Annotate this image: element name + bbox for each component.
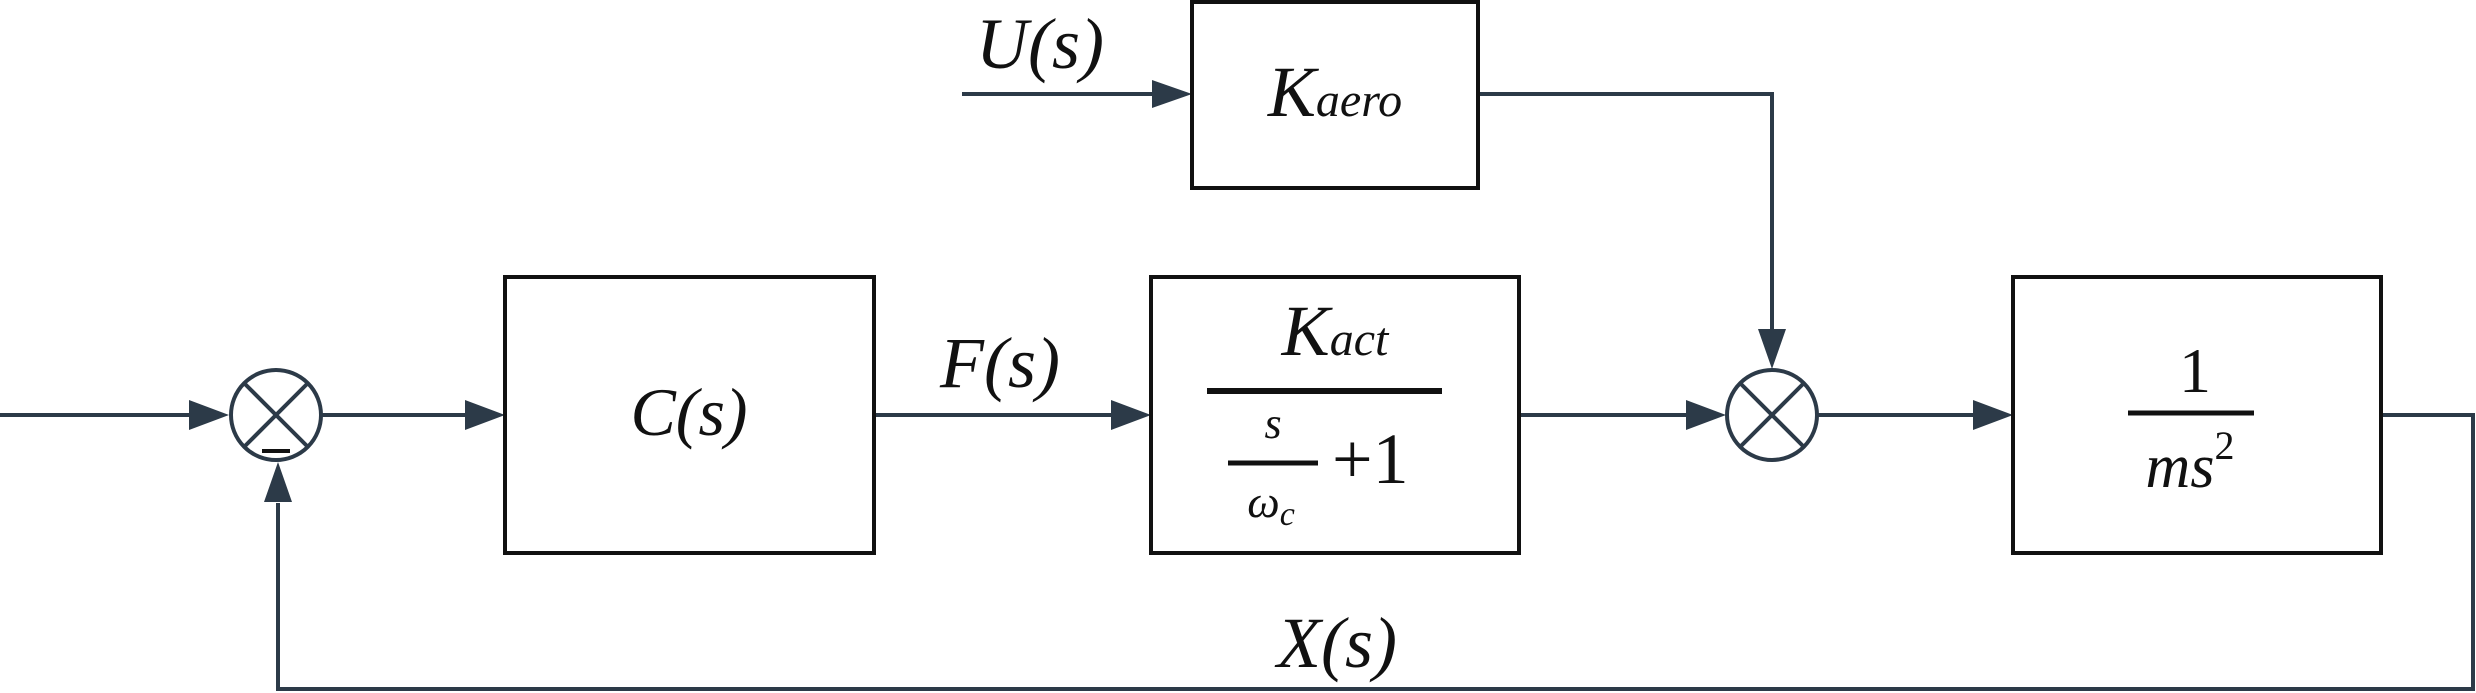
arrowhead-into-plant (1973, 400, 2013, 430)
disturbance-summing-junction (1725, 368, 1819, 462)
signal-label-input: U(s) (976, 4, 1104, 84)
arrowhead-into-disturbance-sum (1686, 400, 1726, 430)
actuator-numerator: Kact (1281, 291, 1390, 371)
aero-gain-label: Kaero (1267, 52, 1402, 132)
controller-label: C(s) (630, 374, 747, 450)
aero-gain-block (1190, 0, 1480, 190)
plant-numerator: 1 (2179, 335, 2211, 406)
plant-denominator: ms2 (2146, 423, 2235, 501)
arrowhead-feedback-up (264, 462, 292, 502)
signal-label-output: X(s) (1274, 603, 1397, 683)
aero-to-sum-wire (1478, 92, 1774, 335)
actuator-block (1149, 275, 1521, 555)
feedback-summing-junction (229, 368, 323, 462)
signal-label-intermediate: F(s) (939, 323, 1060, 403)
arrowhead-aero-down (1758, 329, 1786, 369)
feedback-path-wire (276, 413, 2475, 691)
actuator-inner-numerator: s (1264, 399, 1281, 448)
arrowhead-into-controller (465, 400, 505, 430)
actuator-denominator-tail: +1 (1332, 419, 1409, 499)
arrowhead-into-aero-block (1152, 80, 1192, 108)
arrowhead-into-actuator (1111, 400, 1151, 430)
arrowhead-into-feedback-sum (189, 400, 229, 430)
actuator-inner-denominator: ωc (1247, 476, 1295, 533)
controller-block (503, 275, 876, 555)
